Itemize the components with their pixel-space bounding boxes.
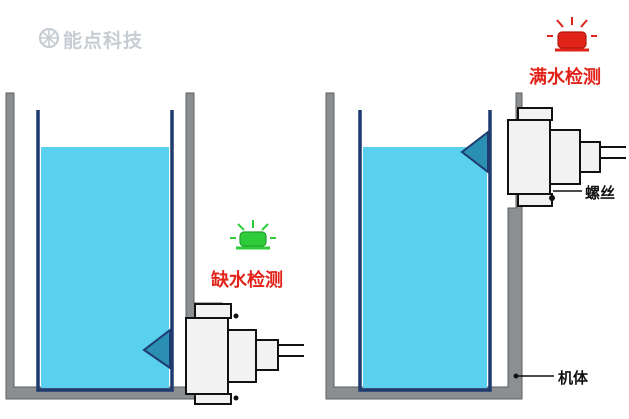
tank-right bbox=[358, 110, 492, 392]
high-water-label: 满水检测 bbox=[529, 67, 601, 88]
machine-wall-right bbox=[325, 92, 523, 400]
right-panel bbox=[325, 17, 626, 400]
level-sensor-low bbox=[185, 303, 304, 405]
screw-callout-label: 螺丝 bbox=[585, 184, 616, 202]
indicator-lamp-green-icon bbox=[230, 220, 276, 250]
sensor-tip-left bbox=[142, 327, 171, 370]
left-panel bbox=[5, 92, 304, 405]
low-water-label: 缺水检测 bbox=[211, 270, 283, 291]
brand-logo-icon bbox=[38, 27, 60, 49]
body-callout-label: 机体 bbox=[558, 369, 589, 387]
tank-left bbox=[36, 110, 174, 392]
level-sensor-high bbox=[507, 107, 626, 207]
indicator-lamp-red-icon bbox=[547, 17, 597, 52]
water-right bbox=[363, 147, 487, 388]
brand-watermark: 能点科技 bbox=[63, 30, 144, 52]
sensor-tip-right bbox=[460, 129, 489, 175]
